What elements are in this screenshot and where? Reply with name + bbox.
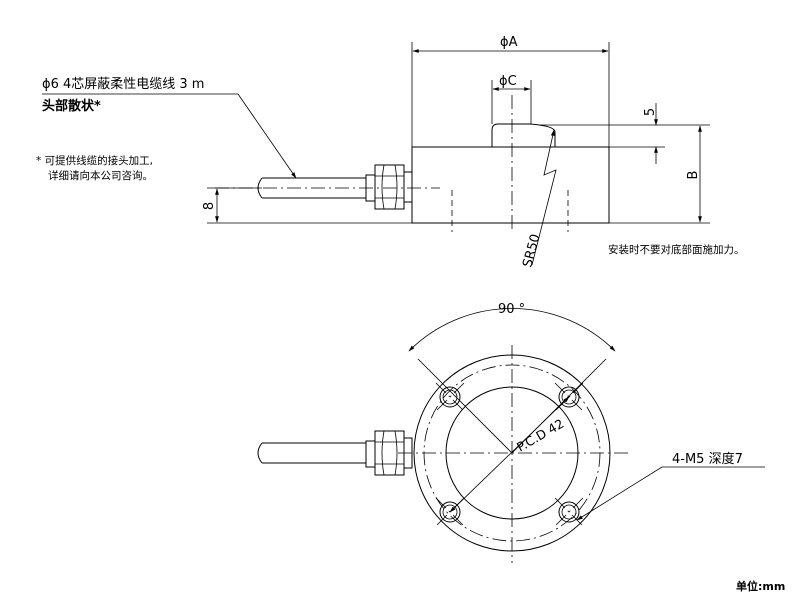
dim-label-angle: 90 °: [498, 302, 525, 317]
leader-cable: [42, 93, 297, 179]
thread-spec-label: 4-M5 深度7: [672, 451, 743, 467]
sensor-body-side: [411, 146, 610, 224]
cable-bottom: [257, 442, 366, 464]
dim-label-5: 5: [643, 108, 658, 116]
cable-connector-side: [365, 164, 413, 210]
cable-end-note: 头部散状*: [42, 98, 101, 114]
cable-connector-bottom: [365, 430, 413, 476]
dim-label-pcd: P.C.D 42: [514, 416, 566, 455]
dim-label-sr50: SR50: [520, 232, 543, 269]
cable-spec-note: ϕ6 4芯屏蔽柔性电缆线 3 m: [42, 76, 204, 92]
leader-sr50: [531, 129, 557, 266]
connector-note-1: * 可提供线缆的接头加工,: [36, 154, 153, 167]
mounting-hole: [554, 497, 584, 527]
dim-label-c: ϕC: [499, 74, 517, 89]
dim-label-8: 8: [202, 202, 217, 210]
unit-label: 单位:mm: [736, 579, 785, 593]
side-view: ϕA ϕC 5 B 8 SR50: [42, 35, 710, 269]
connector-note-2: 详细请向本公司咨询。: [48, 169, 153, 182]
dim-label-a: ϕA: [500, 35, 518, 50]
angle-extension-line: [511, 358, 607, 454]
mounting-hole: [435, 382, 465, 412]
angle-arc: [408, 308, 616, 352]
mounting-note: 安装时不要对底部面施加力。: [608, 243, 745, 256]
load-button-side: [491, 123, 556, 147]
dim-label-b: B: [686, 171, 701, 180]
bottom-view: P.C.D 42 90 ° 4-M5 深度7: [257, 302, 765, 563]
leader-threads: [576, 466, 765, 521]
angle-extension-line: [417, 358, 513, 454]
